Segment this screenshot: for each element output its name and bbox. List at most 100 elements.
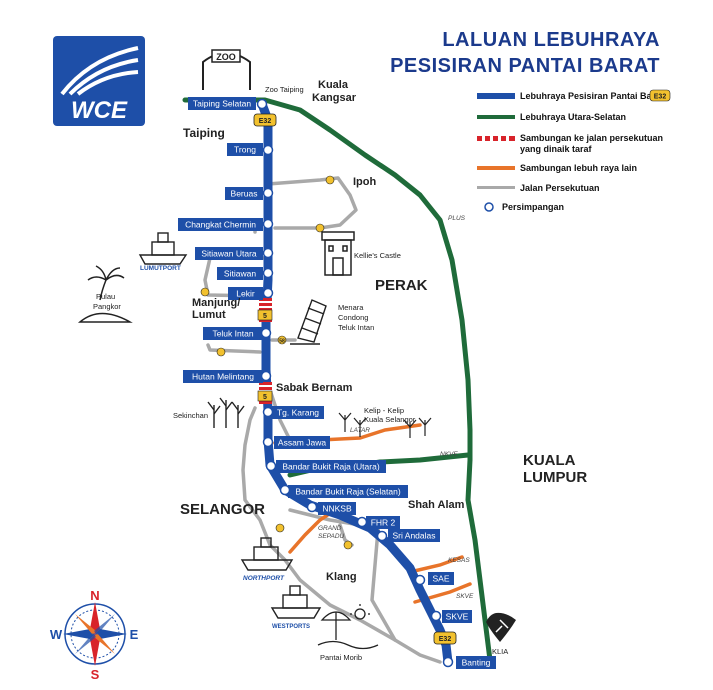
- ship-icon: [240, 537, 294, 571]
- junction-circle: [262, 287, 274, 299]
- station-name: Sitiawan Utara: [201, 249, 257, 259]
- junction-circle: [442, 656, 454, 668]
- junction-circle: [430, 610, 442, 622]
- road-label-skve: SKVE: [456, 593, 474, 600]
- wce-logo: WCE: [53, 36, 145, 126]
- place-taiping: Taiping: [183, 126, 225, 140]
- place-pantai-morib: Pantai Morib: [320, 653, 362, 662]
- legend-label: Persimpangan: [502, 202, 564, 212]
- station-name: Tg. Karang: [277, 408, 319, 418]
- legend-badge-label: E32: [654, 94, 667, 101]
- zoo-sign-text: ZOO: [216, 52, 236, 62]
- station-name: SKVE: [446, 612, 469, 622]
- station-name: Taiping Selatan: [193, 99, 251, 109]
- region-perak: PERAK: [375, 277, 428, 294]
- place-klang: Klang: [326, 571, 357, 583]
- e32-shields: E32 E32: [253, 113, 457, 645]
- place-westports: WESTPORTS: [272, 624, 310, 630]
- station-badge: [276, 460, 386, 473]
- route-shield: [216, 347, 226, 357]
- ship-icon: [138, 232, 188, 265]
- station-badge: [388, 529, 440, 542]
- station-badge: [272, 406, 324, 419]
- junction-circle: [414, 574, 426, 586]
- junction-circle: [265, 460, 277, 472]
- junction-circle: [376, 530, 388, 542]
- compass-east: E: [130, 627, 139, 642]
- palm-island-icon: [77, 265, 133, 323]
- station-name: Teluk Intan: [212, 329, 253, 339]
- road-label-latar: LATAR: [350, 427, 370, 434]
- junction-circle: [356, 516, 368, 528]
- place-ipoh: Ipoh: [353, 176, 376, 188]
- legend-e32-badge: [649, 89, 671, 102]
- junctions: [256, 98, 454, 668]
- station-badge: [288, 485, 408, 498]
- station-name: NNKSB: [322, 504, 352, 514]
- station-badge: [225, 187, 263, 200]
- junction-circle: [262, 406, 274, 418]
- legend-swatch: [477, 115, 515, 119]
- station-name: Sri Andalas: [393, 531, 436, 541]
- junction-circle: [262, 144, 274, 156]
- route-shield: [277, 335, 287, 345]
- route-shield: [257, 390, 273, 402]
- place-shah-alam: Shah Alam: [408, 499, 465, 511]
- zoo-icon: ZOO: [202, 49, 251, 90]
- station-badge: [318, 502, 356, 515]
- logo-swoosh-icon: [68, 58, 139, 96]
- station-badge: [274, 436, 330, 449]
- legend-label: Lebuhraya Pesisiran Pantai Barat: [520, 91, 663, 101]
- ship-icon: [270, 585, 322, 619]
- legend-label: Lebuhraya Utara-Selatan: [520, 112, 626, 122]
- place-lumut-port: LUMUTPORT: [140, 265, 181, 272]
- legend: Lebuhraya Pesisiran Pantai Barat E32 Leb…: [477, 89, 671, 212]
- logo-swoosh-icon: [60, 46, 139, 96]
- place-kelip-kelip: Kelip - Kelip: [364, 406, 404, 415]
- place-labels: ZOO Zoo Taiping Kuala Kangsar Taiping Ip…: [77, 49, 587, 662]
- place-kellies-castle: Kellie's Castle: [354, 251, 401, 260]
- paddy-icon: [207, 397, 245, 428]
- station-name: Trong: [234, 145, 256, 155]
- station-badge: [195, 247, 263, 260]
- e32-shield: [433, 631, 457, 645]
- place-kelip-kelip: Kuala Selangor: [364, 415, 416, 424]
- station-name: Assam Jawa: [278, 438, 326, 448]
- compass-rose-icon: N S W E: [50, 588, 139, 682]
- wce-main-line: [257, 99, 453, 667]
- road-label-grand-sepadu: GRAND: [318, 525, 342, 532]
- station-name: Bandar Bukit Raja (Utara): [282, 462, 379, 472]
- route-shield: [275, 523, 285, 533]
- legend-junction-icon: [484, 202, 494, 212]
- station-name: Bandar Bukit Raja (Selatan): [295, 487, 401, 497]
- station-badge: [366, 516, 400, 529]
- station-badge: [188, 97, 256, 110]
- station-name: FHR 2: [371, 518, 396, 528]
- route-shield: [325, 175, 335, 185]
- station-badge: [456, 656, 496, 669]
- road-label-plus: PLUS: [448, 215, 466, 222]
- legend-swatch: [477, 93, 515, 99]
- route-shield: [200, 287, 210, 297]
- station-badge: [178, 218, 263, 231]
- junction-circle: [262, 187, 274, 199]
- place-kuala-kangsar: Kuala: [318, 79, 349, 91]
- station-badge: [227, 143, 263, 156]
- logo-text: WCE: [71, 97, 128, 124]
- road-label-kesas: KESAS: [448, 557, 470, 564]
- junction-circle: [262, 218, 274, 230]
- station-badge: [203, 327, 263, 340]
- region-selangor: SELANGOR: [180, 501, 265, 518]
- place-klia: KLIA: [492, 647, 508, 656]
- legend-swatch: [477, 166, 515, 170]
- station-badge: [228, 287, 263, 300]
- map-title-line2: PESISIRAN PANTAI BARAT: [390, 55, 660, 77]
- place-manjung-lumut: Lumut: [192, 309, 226, 321]
- place-zoo-taiping: Zoo Taiping: [265, 85, 304, 94]
- legend-label: Sambungan ke jalan persekutuan: [520, 133, 663, 143]
- region-kuala-lumpur: KUALA: [523, 452, 576, 469]
- station-name: Lekir: [236, 289, 255, 299]
- leaning-tower-icon: [290, 299, 327, 345]
- station-name: Beruas: [231, 189, 258, 199]
